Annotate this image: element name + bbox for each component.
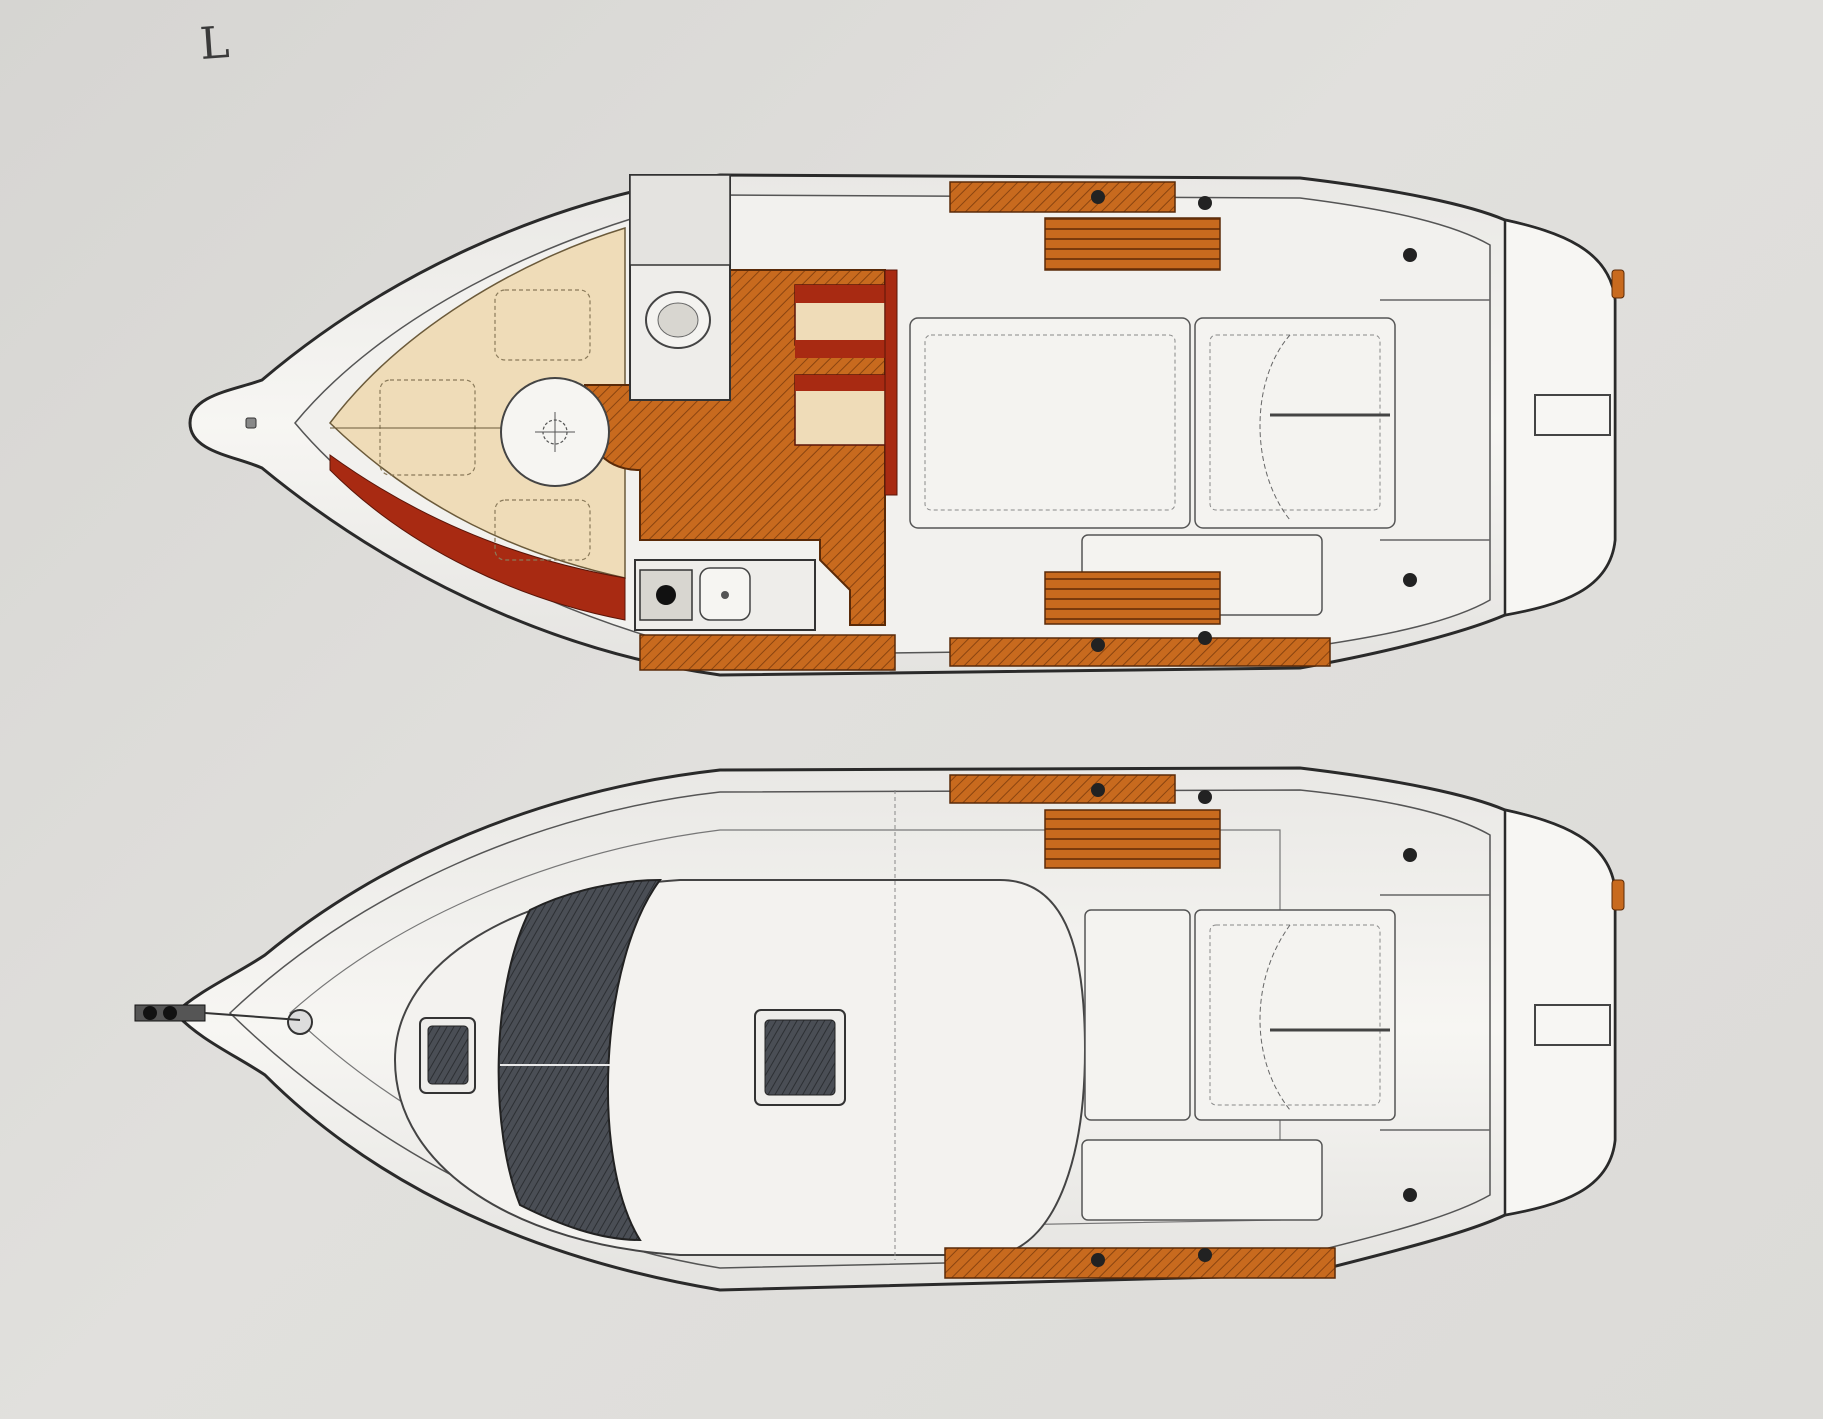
swim-platform: [1503, 218, 1617, 617]
stove-icon: [639, 569, 693, 621]
v-berth-cushion: [329, 226, 626, 579]
cockpit-seat: [909, 317, 1191, 529]
settee-cushions: [794, 284, 886, 446]
sink-icon: [699, 567, 751, 621]
starboard-step-grating: [1044, 217, 1221, 271]
deck-layout-view: [134, 766, 1625, 1292]
toilet-icon: [645, 291, 711, 349]
windshield-icon: [497, 878, 662, 1242]
port-teak-rail: [949, 181, 1176, 213]
hatch-icon: [419, 1017, 476, 1094]
v-berth-red-trim: [329, 454, 626, 621]
interior-layout-view: [188, 173, 1625, 677]
anchor-winch-icon: [134, 1004, 313, 1035]
